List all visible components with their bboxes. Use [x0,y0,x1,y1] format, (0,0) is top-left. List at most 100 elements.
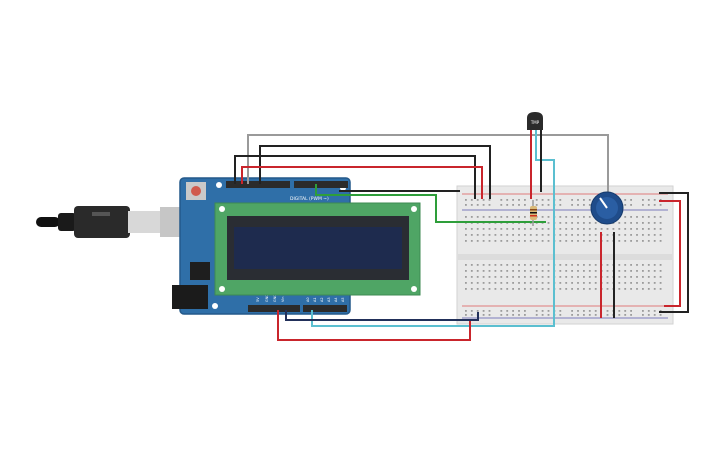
breadboard-hole [642,204,644,206]
breadboard-hole [541,216,544,218]
breadboard-hole [465,270,467,272]
breadboard-hole [577,228,579,230]
wire-red-5v[interactable] [277,310,471,341]
breadboard-hole [482,216,485,218]
breadboard-hole [506,264,509,266]
breadboard-hole [500,216,503,218]
breadboard-hole [470,199,473,201]
breadboard-hole [494,270,497,272]
breadboard-hole [488,270,491,272]
breadboard-hole [653,314,656,316]
breadboard-hole [583,204,585,206]
breadboard-hole [559,288,562,290]
breadboard-hole [506,199,509,201]
wire-black-right[interactable] [659,192,689,313]
breadboard-hole [482,276,485,278]
breadboard-hole [512,264,514,266]
breadboard-hole [500,199,503,201]
potentiometer-icon[interactable] [590,191,624,225]
breadboard-hole [606,264,609,266]
breadboard-hole [624,270,627,272]
breadboard-hole [565,222,568,224]
wire-cyan-analog[interactable] [311,128,555,327]
lcd-module[interactable] [214,202,421,296]
breadboard-hole [506,228,509,230]
breadboard-hole [470,216,473,218]
breadboard-hole [559,199,562,201]
breadboard-hole [583,264,585,266]
breadboard-hole [659,310,662,312]
breadboard-hole [606,282,609,284]
breadboard-hole [541,234,544,236]
breadboard-hole [594,314,597,316]
breadboard-hole [630,240,632,242]
breadboard-hole [653,276,656,278]
analog-label-a2: A2 [320,297,324,302]
breadboard-hole [547,276,550,278]
breadboard-hole [647,264,650,266]
breadboard-hole [559,216,562,218]
breadboard-hole [470,276,473,278]
breadboard-hole [518,270,520,272]
breadboard-hole [476,234,479,236]
digital-header-left [226,181,290,188]
breadboard-hole [647,234,650,236]
digital-header-right [294,181,348,188]
breadboard-hole [482,264,485,266]
breadboard-hole [506,276,509,278]
breadboard-hole [541,204,544,206]
wire-gray-pot[interactable] [247,134,609,198]
breadboard[interactable] [456,185,674,325]
power-header [248,305,300,312]
breadboard-hole [594,288,597,290]
breadboard-hole [512,310,514,312]
breadboard-hole [524,199,526,201]
breadboard-hole [577,234,579,236]
power-label-vin: Vin [281,296,285,302]
wire-navy-gnd[interactable] [285,310,479,321]
breadboard-hole [583,228,585,230]
breadboard-hole [529,282,532,284]
analog-header [303,305,347,312]
breadboard-hole [583,310,585,312]
breadboard-hole [476,240,479,242]
breadboard-hole [618,228,621,230]
breadboard-hole [518,314,520,316]
breadboard-hole [524,264,526,266]
breadboard-hole [465,264,467,266]
breadboard-hole [636,240,638,242]
breadboard-hole [571,216,573,218]
wire-black-a[interactable] [234,155,476,199]
breadboard-hole [583,314,585,316]
breadboard-hole [529,240,532,242]
breadboard-hole [577,216,579,218]
breadboard-hole [482,228,485,230]
breadboard-hole [524,216,526,218]
breadboard-hole [594,282,597,284]
wire-red-right[interactable] [659,200,681,307]
breadboard-hole [583,216,585,218]
breadboard-hole [571,234,573,236]
breadboard-hole [571,310,573,312]
breadboard-hole [488,310,491,312]
breadboard-hole [488,276,491,278]
breadboard-hole [571,264,573,266]
breadboard-hole [524,270,526,272]
wire-black-b[interactable] [259,145,491,199]
temperature-sensor-icon[interactable]: TMP [527,112,543,130]
breadboard-hole [465,199,467,201]
breadboard-hole [577,282,579,284]
breadboard-hole [476,228,479,230]
usb-cable-icon[interactable] [36,206,182,238]
breadboard-hole [500,282,503,284]
wire-red-top[interactable] [241,166,483,199]
breadboard-hole [653,228,656,230]
wire-green-signal[interactable] [315,184,546,223]
breadboard-hole [565,282,568,284]
breadboard-hole [518,264,520,266]
resistor-icon[interactable] [530,200,537,226]
breadboard-hole [642,199,644,201]
breadboard-hole [577,222,579,224]
